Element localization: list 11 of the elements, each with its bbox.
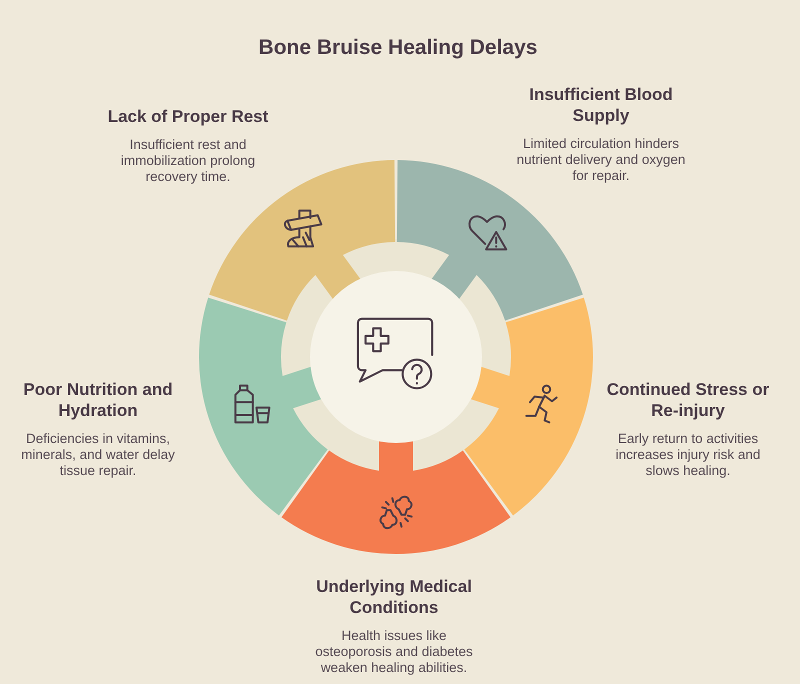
description: Health issues like osteoporosis and diabetes weaken healing abilities. <box>314 628 474 676</box>
description: Limited circulation hinders nutrient delivery and oxygen for repair. <box>516 136 686 184</box>
description: Early return to activities increases injury risk and slows healing. <box>614 431 762 479</box>
heading: Underlying Medical Conditions <box>315 576 473 618</box>
heading: Continued Stress or Re-injury <box>606 379 770 421</box>
heading: Insufficient Blood Supply <box>528 84 674 126</box>
title: Bone Bruise Healing Delays <box>258 35 538 61</box>
heading: Lack of Proper Rest <box>106 106 270 127</box>
description: Deficiencies in vitamins, minerals, and water delay tissue repair. <box>20 431 176 479</box>
description: Insufficient rest and immobilization prolong recovery time. <box>120 137 256 185</box>
heading: Poor Nutrition and Hydration <box>22 379 174 421</box>
